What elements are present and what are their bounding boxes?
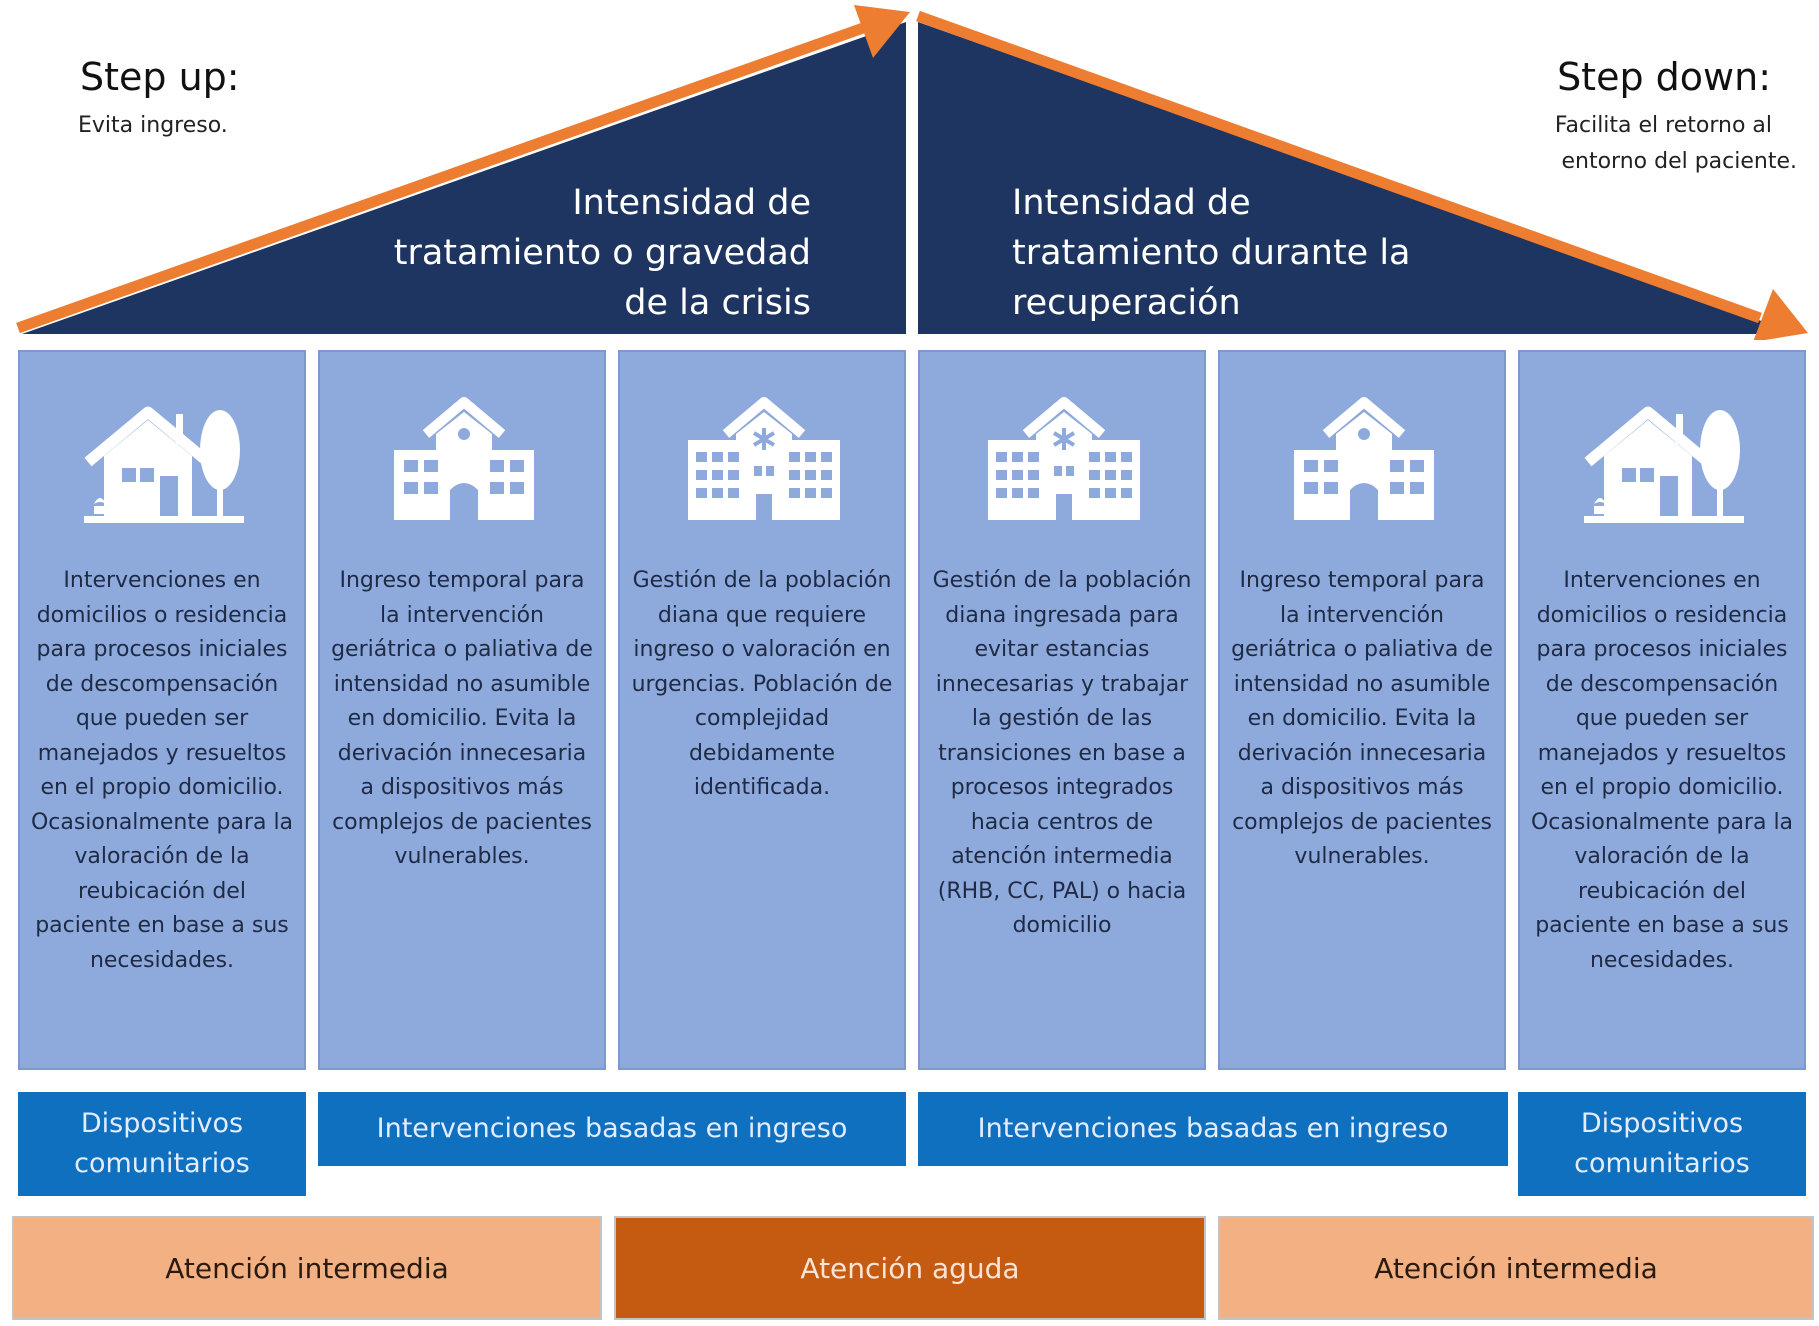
roof-left-label-line: Intensidad de: [572, 183, 811, 223]
column-description: Ingreso temporal para la intervención ge…: [331, 568, 593, 869]
column-acute-left: Gestión de la población diana que requie…: [618, 350, 906, 1070]
column-community-right: Intervenciones en domicilios o residenci…: [1518, 350, 1806, 1070]
category-community-left: Dispositivos comunitarios: [18, 1092, 306, 1196]
column-community-left: Intervenciones en domicilios o residenci…: [18, 350, 306, 1070]
level-acute: Atención aguda: [614, 1216, 1206, 1320]
category-label-line: comunitarios: [74, 1148, 250, 1179]
column-admission-right: Ingreso temporal para la intervención ge…: [1218, 350, 1506, 1070]
category-admission-left: Intervenciones basadas en ingreso: [318, 1092, 906, 1166]
step-up-arrow-line: [16, 21, 868, 334]
roof-left-panel: [22, 22, 906, 334]
step-down-subtitle-line: Facilita el retorno al: [1554, 113, 1772, 138]
step-down-arrowhead: [1753, 289, 1808, 340]
category-label-line: Dispositivos: [80, 1108, 244, 1139]
step-up-title: Step up:: [80, 55, 240, 99]
step-down-subtitle-line: entorno del paciente.: [1561, 149, 1797, 174]
level-intermediate-left: Atención intermedia: [12, 1216, 602, 1320]
column-acute-right: Gestión de la población diana ingresada …: [918, 350, 1206, 1070]
hospital-icon: [988, 397, 1140, 520]
roof-right-label-line: tratamiento durante la: [1012, 233, 1411, 273]
column-description: Gestión de la población diana que requie…: [631, 568, 893, 800]
hospital-icon: [688, 397, 840, 520]
roof-right-label-line: recuperación: [1012, 283, 1241, 323]
house-tree-icon: [84, 406, 244, 523]
category-label: Intervenciones basadas en ingreso: [376, 1113, 848, 1144]
column-admission-left: Ingreso temporal para la intervención ge…: [318, 350, 606, 1070]
step-up-arrowhead: [854, 5, 910, 58]
roof-left-label-line: de la crisis: [624, 283, 811, 323]
column-description: Ingreso temporal para la intervención ge…: [1231, 568, 1493, 869]
roof-right-label: Intensidad de tratamiento durante la rec…: [1012, 178, 1411, 328]
step-up-subtitle: Evita ingreso.: [78, 113, 228, 138]
roof-right-label-line: Intensidad de: [1012, 183, 1251, 223]
roof-left-label-line: tratamiento o gravedad: [393, 233, 811, 273]
category-label-line: Dispositivos: [1580, 1108, 1744, 1139]
category-label: Intervenciones basadas en ingreso: [977, 1113, 1449, 1144]
step-down-title: Step down:: [1557, 55, 1771, 99]
step-down-subtitle: Facilita el retorno al entorno del pacie…: [1555, 108, 1797, 180]
roof-diagram: [16, 5, 1808, 340]
roof-left-label: Intensidad de tratamiento o gravedad de …: [394, 178, 811, 328]
category-label-line: comunitarios: [1574, 1148, 1750, 1179]
category-community-right: Dispositivos comunitarios: [1518, 1092, 1806, 1196]
category-admission-right: Intervenciones basadas en ingreso: [918, 1092, 1508, 1166]
column-description: Intervenciones en domicilios o residenci…: [30, 568, 294, 973]
column-description: Intervenciones en domicilios o residenci…: [1530, 568, 1794, 973]
school-building-icon: [1294, 397, 1434, 520]
level-intermediate-right: Atención intermedia: [1218, 1216, 1814, 1320]
column-description: Gestión de la población diana ingresada …: [932, 568, 1192, 938]
step-down-arrow-line: [916, 10, 1762, 324]
house-tree-icon: [1584, 406, 1744, 523]
school-building-icon: [394, 397, 534, 520]
